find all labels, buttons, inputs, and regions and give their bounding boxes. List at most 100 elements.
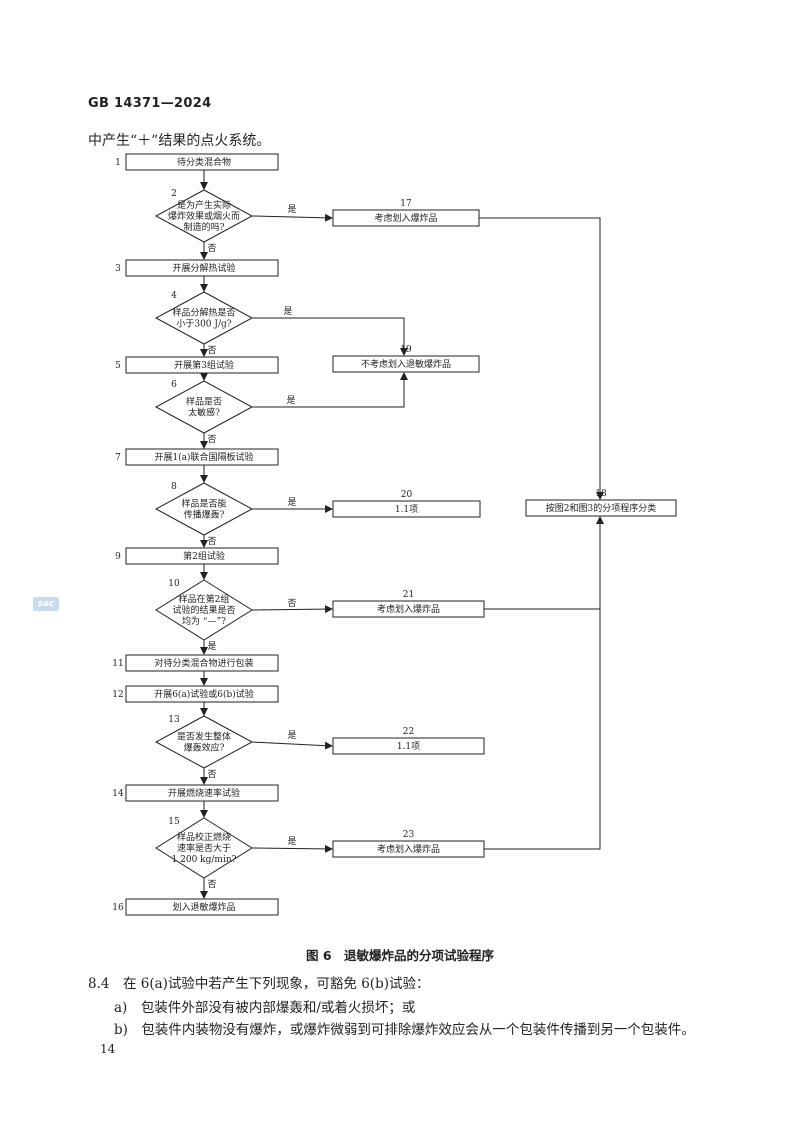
continue-label-2: 否 [207, 243, 216, 254]
step-number-14: 14 [112, 789, 124, 799]
decision-text-2-1: 爆炸效果或烟火而 [168, 210, 240, 222]
step-number-15: 15 [168, 817, 180, 827]
step-number-3: 3 [115, 264, 121, 274]
branch-8-yes-label: 是 [287, 497, 296, 508]
step-number-9: 9 [115, 552, 121, 562]
decision-text-10-0: 样品在第2组 [179, 593, 230, 605]
step-box-14 [125, 784, 279, 802]
route-21-to-18 [484, 516, 604, 610]
continue-label-13: 否 [207, 769, 216, 780]
outcome-box-19 [332, 355, 480, 373]
step-text-5: 开展第3组试验 [174, 359, 234, 371]
outcome-text-20: 1.1项 [395, 504, 418, 515]
decision-text-8-1: 传播爆轰? [184, 509, 225, 521]
decision-diamond-6 [154, 380, 254, 434]
step-number-1: 1 [115, 158, 121, 168]
outcome-box-23 [332, 840, 485, 858]
decision-text-2-2: 制造的吗? [184, 221, 225, 233]
decision-text-15-0: 样品校正燃烧 [177, 831, 231, 843]
continue-label-6: 否 [207, 434, 216, 445]
decision-text-6-0: 样品是否 [186, 396, 222, 408]
step-box-9 [125, 547, 279, 565]
branch-4-yes-label: 是 [283, 306, 292, 317]
step-text-11: 对待分类混合物进行包装 [154, 657, 253, 669]
decision-diamond-10 [155, 579, 253, 641]
sac-watermark: sac [33, 597, 59, 611]
step-box-7 [125, 448, 279, 466]
intro-text: 中产生“＋”结果的点火系统。 [88, 133, 271, 149]
step-text-12: 开展6(a)试验或6(b)试验 [154, 688, 254, 700]
outcome-text-19: 不考虑划入退敏爆炸品 [361, 358, 451, 370]
step-number-5: 5 [115, 361, 121, 371]
decision-text-13-0: 是否发生整体 [177, 731, 231, 743]
decision-text-2-0: 是为产生实际 [177, 199, 231, 211]
item-a: a) 包装件外部没有被内部爆轰和/或着火损坏；或 [114, 1000, 416, 1016]
decision-diamond-8 [154, 482, 254, 536]
branch-4-yes [252, 317, 408, 356]
branch-2-yes-label: 是 [287, 204, 296, 215]
decision-text-13-1: 爆轰效应? [184, 742, 225, 754]
branch-13-yes [251, 741, 333, 750]
outcome-box-20 [332, 500, 481, 518]
step-number-4: 4 [171, 291, 177, 301]
branch-6-yes [252, 372, 408, 408]
outcome-number-19: 19 [400, 345, 412, 355]
decision-text-4-1: 小于300 J/g? [176, 319, 231, 330]
decision-diamond-15 [155, 817, 253, 879]
step-text-14: 开展燃烧速率试验 [168, 787, 240, 799]
step-number-16: 16 [112, 903, 124, 913]
route-17-to-18 [479, 217, 604, 500]
outcome-text-23: 考虑划入爆炸品 [377, 843, 440, 855]
route-23-to-18 [484, 609, 601, 850]
item-b: b) 包装件内装物没有爆炸，或爆炸微弱到可排除爆炸效应会从一个包装件传播到另一个… [114, 1022, 695, 1038]
outcome-text-18: 按图2和图3的分项程序分类 [546, 502, 656, 514]
branch-10-no [251, 605, 333, 614]
outcome-number-20: 20 [401, 490, 413, 500]
step-text-1: 待分类混合物 [177, 156, 231, 168]
decision-text-4-0: 样品分解热是否 [172, 307, 235, 319]
decision-diamond-13 [154, 715, 254, 769]
decision-text-6-1: 太敏感? [188, 407, 220, 419]
continue-label-8: 否 [207, 536, 216, 547]
continue-label-4: 否 [207, 345, 216, 356]
branch-6-yes-label: 是 [286, 395, 295, 406]
outcome-box-17 [332, 209, 480, 227]
outcome-number-21: 21 [403, 590, 414, 600]
step-number-6: 6 [171, 380, 177, 390]
page-number: 14 [100, 1042, 116, 1056]
standard-number: GB 14371—2024 [88, 96, 212, 111]
step-number-11: 11 [112, 659, 123, 669]
step-text-7: 开展1(a)联合国隔板试验 [154, 451, 253, 463]
figure-caption: 图 6 退敏爆炸品的分项试验程序 [305, 948, 495, 963]
decision-text-8-0: 样品是否能 [181, 498, 226, 510]
outcome-number-18: 18 [595, 489, 607, 499]
outcome-text-17: 考虑划入爆炸品 [374, 212, 437, 224]
outcome-number-17: 17 [400, 199, 412, 209]
step-number-2: 2 [171, 189, 177, 199]
decision-text-10-1: 试验的结果是否 [172, 604, 235, 616]
step-box-11 [125, 654, 279, 672]
step-number-13: 13 [168, 715, 180, 725]
branch-10-no-label: 否 [287, 598, 296, 609]
outcome-text-21: 考虑划入爆炸品 [377, 603, 440, 615]
branch-13-yes-label: 是 [287, 730, 296, 741]
step-text-3: 开展分解热试验 [172, 262, 235, 274]
decision-diamond-2 [154, 189, 254, 243]
step-number-8: 8 [171, 482, 177, 492]
outcome-number-22: 22 [403, 727, 414, 737]
step-box-16 [125, 898, 279, 916]
continue-label-15: 否 [207, 879, 216, 890]
section-8-4: 8.4 在 6(a)试验中若产生下列现象，可豁免 6(b)试验： [88, 976, 430, 992]
decision-text-15-1: 速率是否大于 [177, 842, 231, 854]
decision-diamond-4 [154, 291, 254, 345]
branch-15-yes-label: 是 [287, 836, 296, 847]
step-box-3 [125, 259, 279, 277]
continue-label-10: 是 [207, 641, 216, 652]
step-box-12 [125, 685, 279, 703]
step-text-16: 划入退敏爆炸品 [172, 901, 235, 913]
step-box-5 [125, 356, 279, 374]
outcome-number-23: 23 [403, 830, 415, 840]
outcome-box-18 [525, 499, 677, 517]
step-number-10: 10 [168, 579, 180, 589]
